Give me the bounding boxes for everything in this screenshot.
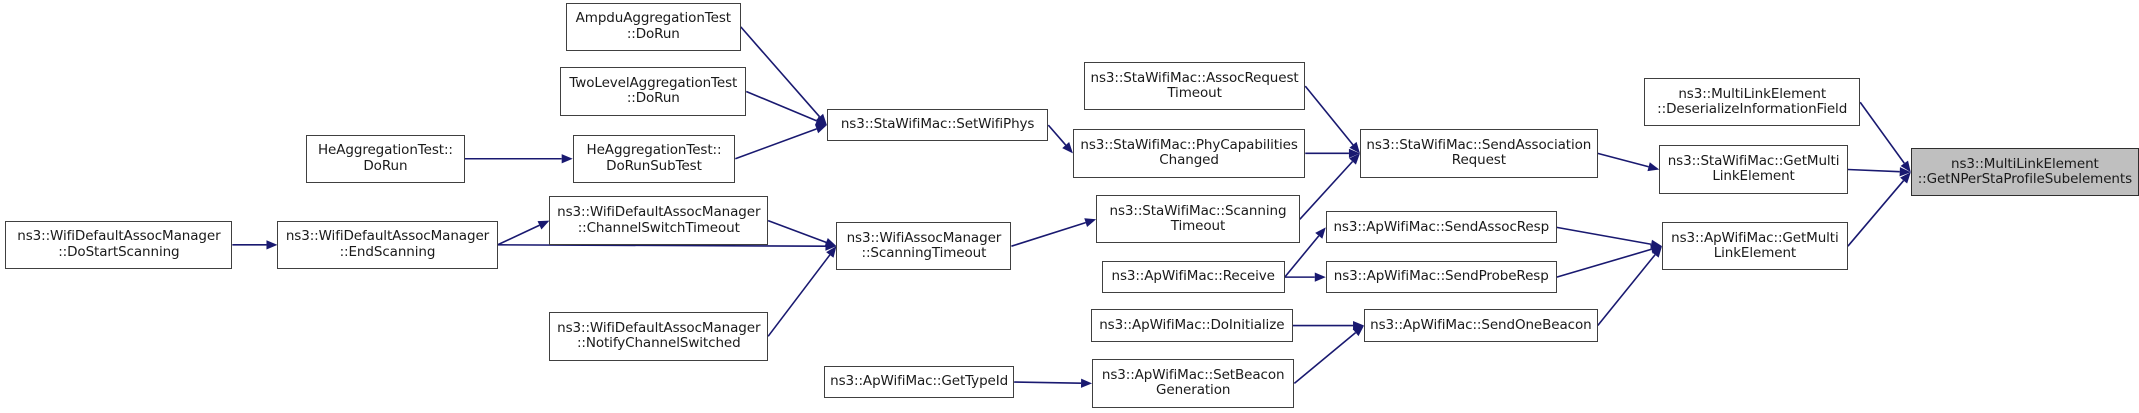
graph-edge-arrowhead	[1650, 239, 1662, 249]
graph-edge-arrowhead	[1647, 162, 1660, 172]
graph-edge	[1556, 248, 1652, 278]
graph-node[interactable]: ns3::WifiDefaultAssocManager ::DoStartSc…	[5, 220, 233, 270]
graph-edge-arrowhead	[1651, 246, 1662, 258]
graph-node[interactable]: ns3::ApWifiMac::GetMulti LinkElement	[1661, 221, 1848, 271]
graph-edge	[1304, 85, 1354, 146]
graph-edge-arrowhead	[1899, 167, 1911, 177]
graph-node[interactable]: ns3::MultiLinkElement ::DeserializeInfor…	[1644, 78, 1861, 127]
graph-edge	[1293, 331, 1357, 385]
graph-edge	[1859, 101, 1905, 164]
graph-edge-arrowhead	[1080, 378, 1093, 388]
graph-node[interactable]: ns3::ApWifiMac::DoInitialize	[1090, 309, 1293, 342]
graph-node[interactable]: ns3::StaWifiMac::GetMulti LinkElement	[1659, 145, 1848, 194]
graph-edge-arrowhead	[814, 116, 827, 126]
graph-edge	[740, 26, 821, 118]
graph-node[interactable]: ns3::ApWifiMac::SendProbeResp	[1325, 260, 1557, 294]
graph-edge-arrowhead	[825, 241, 837, 251]
graph-edge-arrowhead	[561, 154, 573, 164]
graph-edge-arrowhead	[1349, 153, 1360, 165]
graph-edge	[497, 244, 826, 247]
graph-node[interactable]: HeAggregationTest:: DoRunSubTest	[572, 134, 736, 183]
graph-edge-arrowhead	[266, 240, 278, 250]
graph-edge-arrowhead	[826, 246, 837, 258]
graph-edge-arrowhead	[1348, 148, 1360, 158]
graph-edge-arrowhead	[1062, 142, 1073, 154]
graph-node[interactable]: ns3::ApWifiMac::SendOneBeacon	[1364, 309, 1598, 342]
graph-node[interactable]: ns3::ApWifiMac::SetBeacon Generation	[1092, 359, 1295, 408]
graph-edge	[497, 224, 540, 246]
graph-node[interactable]: ns3::StaWifiMac::PhyCapabilities Changed	[1072, 129, 1306, 178]
graph-edge	[1014, 381, 1082, 385]
graph-node[interactable]: ns3::WifiAssocManager ::ScanningTimeout	[836, 221, 1012, 271]
graph-node[interactable]: ns3::MultiLinkElement ::GetNPerStaProfil…	[1910, 147, 2139, 197]
graph-node[interactable]: ns3::StaWifiMac::Scanning Timeout	[1096, 195, 1300, 244]
graph-node[interactable]: ns3::StaWifiMac::AssocRequest Timeout	[1083, 61, 1306, 111]
graph-edge-arrowhead	[1650, 244, 1662, 254]
graph-edge	[1847, 168, 1900, 173]
graph-edge-arrowhead	[1084, 218, 1097, 227]
graph-node[interactable]: ns3::ApWifiMac::Receive	[1101, 260, 1285, 294]
graph-edge	[735, 128, 817, 160]
graph-edge-arrowhead	[537, 220, 550, 230]
graph-edge	[1597, 152, 1649, 168]
graph-edge	[767, 219, 827, 244]
graph-node[interactable]: ns3::WifiDefaultAssocManager ::NotifyCha…	[549, 312, 769, 361]
graph-node[interactable]: ns3::WifiDefaultAssocManager ::ChannelSw…	[549, 196, 769, 245]
graph-edge-arrowhead	[824, 238, 837, 247]
graph-edge-arrowhead	[816, 113, 827, 126]
graph-edge-arrowhead	[814, 124, 827, 134]
graph-edge	[1011, 221, 1086, 247]
graph-edge-arrowhead	[1352, 325, 1365, 337]
graph-node[interactable]: ns3::StaWifiMac::SetWifiPhys	[826, 108, 1049, 142]
graph-edge	[1047, 124, 1067, 146]
graph-node[interactable]: TwoLevelAggregationTest ::DoRun	[560, 67, 747, 116]
graph-edge	[745, 90, 818, 122]
graph-node[interactable]: ns3::WifiDefaultAssocManager ::EndScanni…	[277, 220, 498, 270]
graph-edge	[767, 254, 831, 337]
graph-node[interactable]: HeAggregationTest:: DoRun	[306, 134, 465, 183]
graph-edge-arrowhead	[1900, 172, 1911, 184]
graph-node[interactable]: AmpduAggregationTest ::DoRun	[565, 2, 741, 52]
graph-edge-arrowhead	[1349, 141, 1360, 154]
graph-edge-arrowhead	[1900, 160, 1911, 173]
graph-node[interactable]: ns3::ApWifiMac::GetTypeId	[824, 365, 1015, 399]
graph-edge-arrowhead	[1314, 272, 1326, 282]
graph-node[interactable]: ns3::ApWifiMac::SendAssocResp	[1325, 211, 1557, 244]
graph-edge	[1847, 180, 1905, 247]
graph-edge	[1597, 254, 1656, 327]
graph-edge	[1556, 226, 1652, 246]
graph-edge-arrowhead	[1353, 320, 1365, 331]
graph-edge-arrowhead	[1315, 227, 1326, 239]
graph-node[interactable]: ns3::StaWifiMac::SendAssociation Request	[1359, 129, 1598, 178]
